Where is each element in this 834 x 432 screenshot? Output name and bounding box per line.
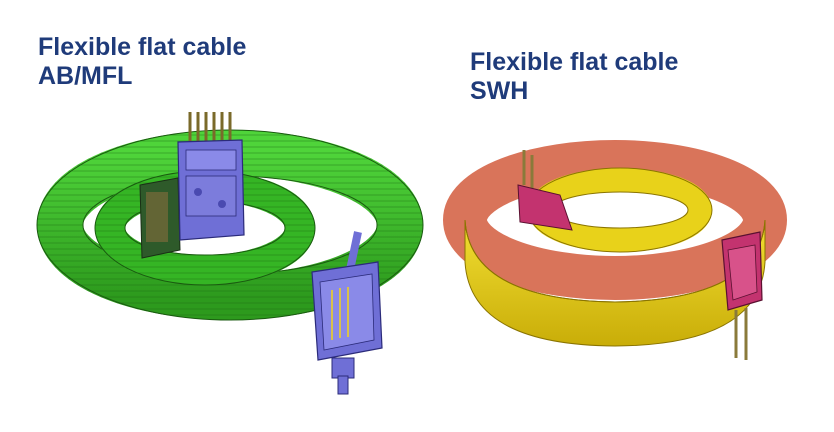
pink-inner-connector: [517, 150, 573, 231]
magenta-side-connector: [721, 231, 763, 360]
cable-caption-ab-mfl: Flexible flat cable AB/MFL: [38, 33, 246, 91]
left-inner-connector: [139, 177, 181, 259]
purple-side-connector: [311, 231, 383, 395]
purple-top-connector: [177, 112, 245, 241]
caption-line-1: Flexible flat cable: [470, 48, 679, 76]
yellow-flat-cable: [443, 140, 787, 347]
cable-caption-swh: Flexible flat cable SWH: [470, 48, 678, 106]
caption-line-2: AB/MFL: [38, 62, 133, 90]
caption-line-2: SWH: [470, 77, 529, 105]
caption-line-1: Flexible flat cable: [38, 33, 247, 61]
